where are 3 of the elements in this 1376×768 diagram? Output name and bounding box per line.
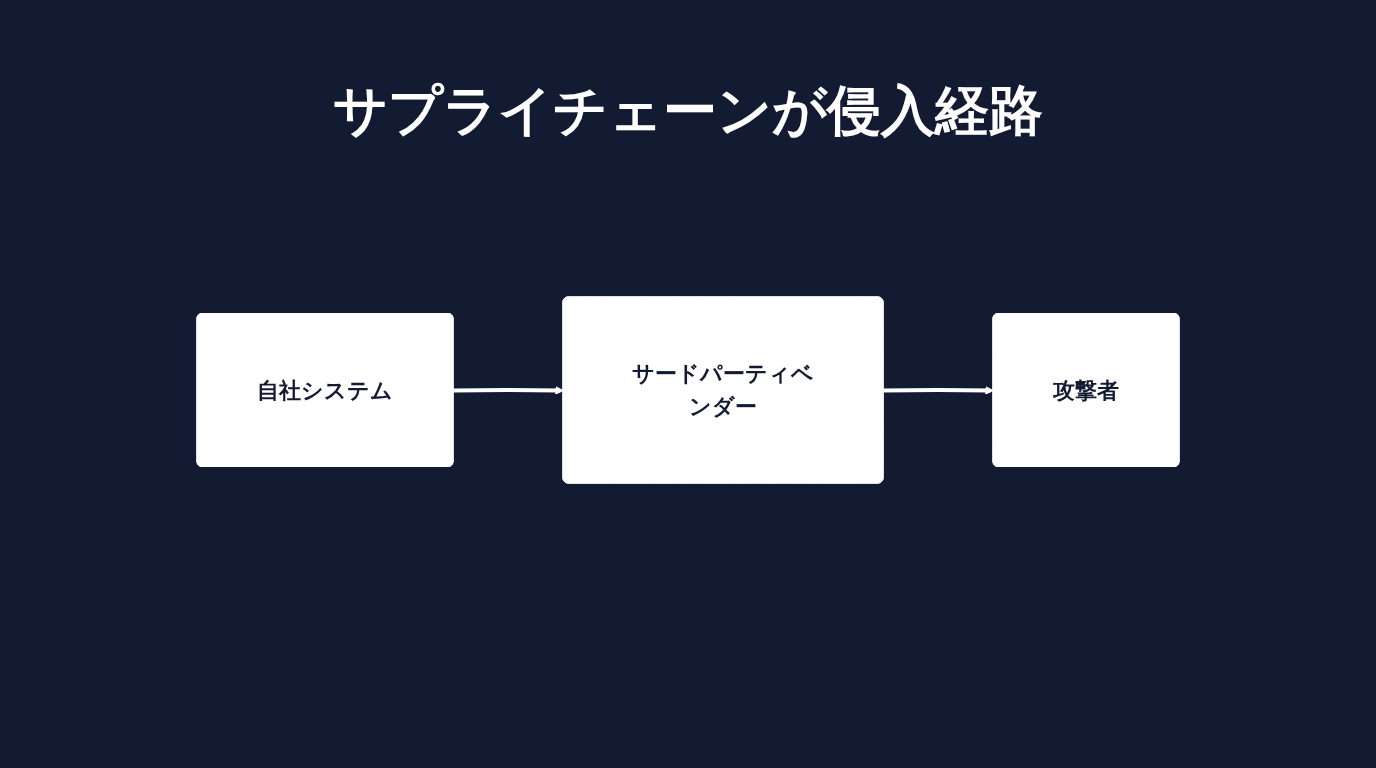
arrow bbox=[883, 386, 994, 395]
arrow bbox=[453, 386, 564, 395]
title: サプライチェーンが侵入経路 bbox=[332, 78, 1044, 144]
